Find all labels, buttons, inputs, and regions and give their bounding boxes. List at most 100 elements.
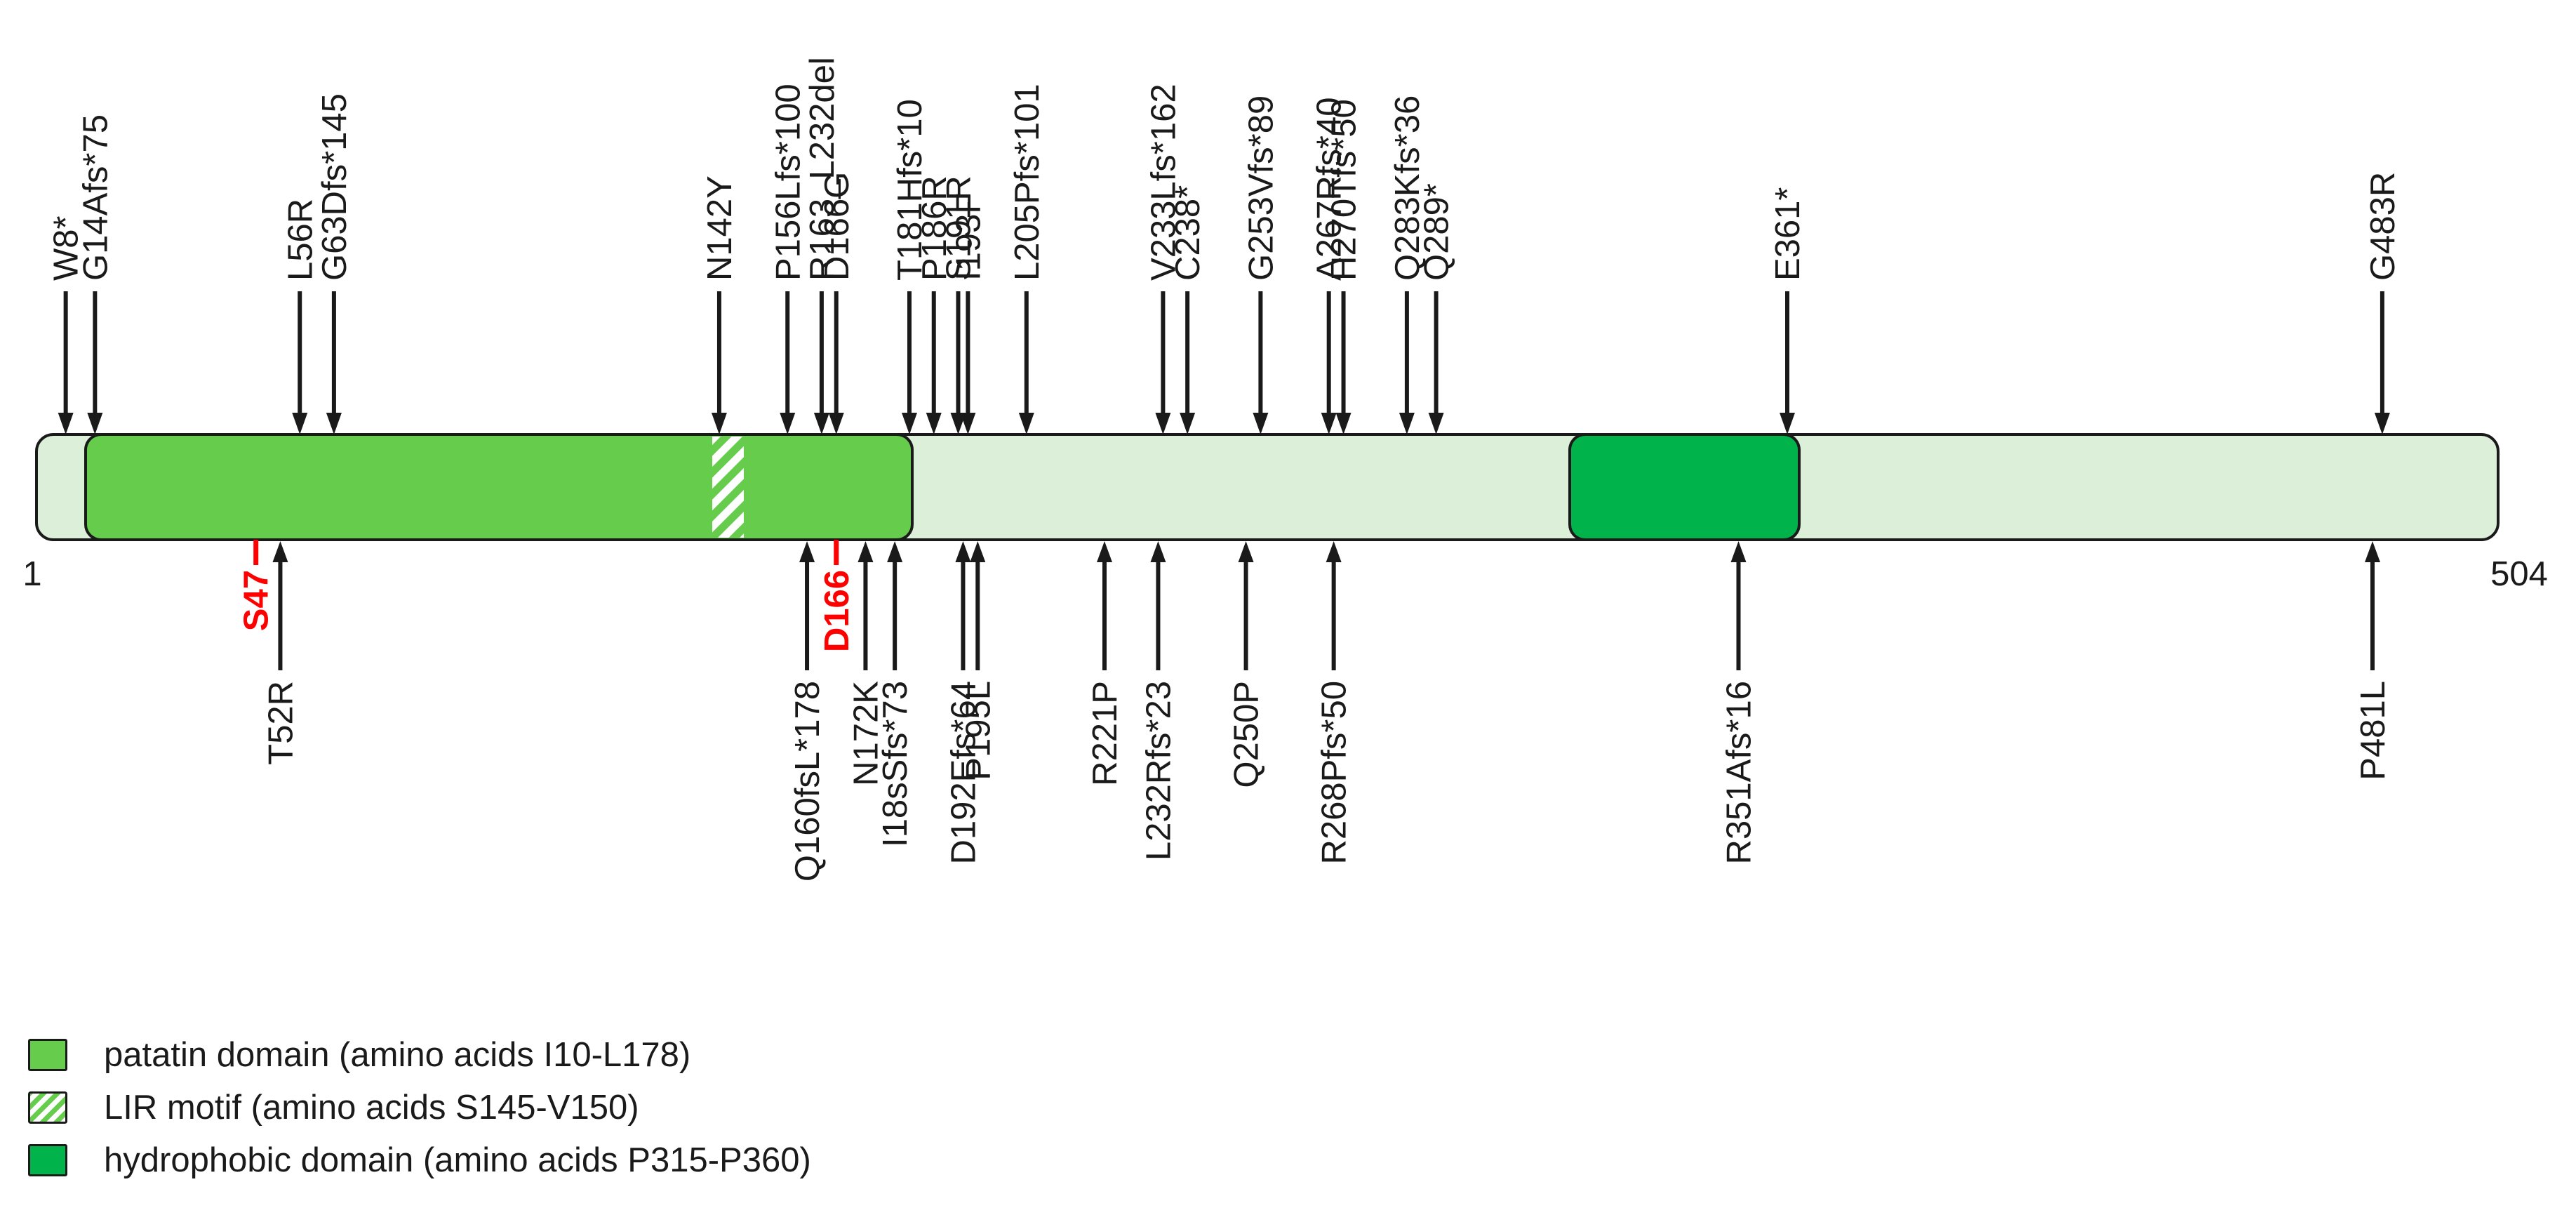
- variant-label: T181Hfs*10: [891, 99, 929, 281]
- variant-below-r268pfs-50: R268Pfs*50: [1316, 541, 1354, 865]
- variant-label: T52R: [262, 681, 300, 765]
- arrowhead-down-icon: [1428, 413, 1444, 434]
- lir-motif: [712, 437, 744, 538]
- arrowhead-down-icon: [950, 413, 966, 434]
- variant-label: Q289*: [1418, 183, 1456, 281]
- arrowhead-down-icon: [292, 413, 308, 434]
- variant-label: R268Pfs*50: [1316, 681, 1354, 865]
- patatin-swatch: [28, 1038, 67, 1071]
- arrowhead-up-icon: [1150, 541, 1166, 562]
- catalytic-site-label: D166: [818, 570, 856, 652]
- variant-above-q283kfs-36: Q283Kfs*36: [1389, 95, 1427, 434]
- variant-above-p186r: P186R: [916, 175, 954, 434]
- arrowhead-down-icon: [711, 413, 727, 434]
- variant-label: H270Tfs*50: [1326, 99, 1363, 281]
- variant-below-d192efs-64: D192Efs*64: [945, 541, 982, 865]
- variant-label: V233Lfs*162: [1144, 84, 1182, 281]
- arrowhead-down-icon: [1018, 413, 1034, 434]
- variant-label: L56R: [281, 199, 319, 281]
- variant-label: R351Afs*16: [1721, 681, 1759, 865]
- variant-label: P481L: [2354, 681, 2392, 781]
- arrowhead-down-icon: [58, 413, 74, 434]
- arrowhead-down-icon: [1155, 413, 1171, 434]
- catalytic-sites-group: S47 D166: [238, 540, 856, 652]
- variant-label: C238*: [1169, 185, 1207, 281]
- arrowhead-up-icon: [2365, 541, 2380, 562]
- variant-above-t181hfs-10: T181Hfs*10: [891, 99, 929, 434]
- variant-label: N172K: [847, 681, 885, 786]
- variant-label: D166G: [818, 172, 856, 281]
- variant-above-v233lfs-162: V233Lfs*162: [1144, 84, 1182, 434]
- legend-label-patatin: patatin domain (amino acids I10-L178): [104, 1035, 691, 1074]
- variant-label: I193F: [949, 193, 987, 281]
- variant-below-q250p: Q250P: [1228, 541, 1266, 788]
- variant-label: E361*: [1769, 187, 1807, 281]
- variant-label: R163_L232del: [803, 57, 841, 281]
- patatin-domain: [84, 433, 914, 541]
- variant-above-s191r: S191R: [940, 175, 978, 434]
- arrowhead-down-icon: [902, 413, 917, 434]
- arrowhead-up-icon: [955, 541, 971, 562]
- variant-label: D192Efs*64: [945, 681, 982, 865]
- arrowhead-down-icon: [1321, 413, 1337, 434]
- variant-label: S191R: [940, 175, 978, 281]
- arrowhead-down-icon: [2374, 413, 2390, 434]
- arrowhead-down-icon: [1399, 413, 1415, 434]
- hydrophobic-swatch: [28, 1143, 67, 1176]
- arrowhead-down-icon: [926, 413, 942, 434]
- variant-below-t52r: T52R: [262, 541, 300, 765]
- arrowhead-down-icon: [1253, 413, 1269, 434]
- variant-label: G63Dfs*145: [316, 93, 354, 281]
- variant-label: P156Lfs*100: [769, 84, 807, 281]
- variant-above-i193f: I193F: [949, 193, 987, 434]
- variant-label: R221P: [1086, 681, 1124, 786]
- variant-label: Q250P: [1228, 681, 1266, 788]
- arrowhead-down-icon: [813, 413, 829, 434]
- catalytic-site-d166: D166: [818, 540, 856, 652]
- arrowhead-down-icon: [780, 413, 796, 434]
- variant-below-n172k: N172K: [847, 541, 885, 786]
- variant-label: G14Afs*75: [76, 114, 114, 281]
- arrowhead-down-icon: [87, 413, 103, 434]
- arrowhead-up-icon: [1238, 541, 1254, 562]
- variant-label: L205Pfs*101: [1008, 84, 1046, 281]
- variant-above-c238: C238*: [1169, 185, 1207, 434]
- variant-above-g14afs-75: G14Afs*75: [76, 114, 114, 434]
- legend-item-hydrophobic: hydrophobic domain (amino acids P315-P36…: [28, 1134, 811, 1186]
- protein-end-label: 504: [2490, 555, 2548, 593]
- catalytic-site-label: S47: [238, 570, 276, 631]
- variant-above-e361: E361*: [1769, 187, 1807, 434]
- arrowhead-up-icon: [970, 541, 986, 562]
- arrowhead-up-icon: [1097, 541, 1112, 562]
- variant-label: Q160fsL*178: [789, 681, 827, 882]
- variant-above-l56r: L56R: [281, 199, 319, 434]
- arrowhead-down-icon: [1335, 413, 1352, 434]
- variant-below-q160fsl-178: Q160fsL*178: [789, 541, 827, 882]
- variant-below-p195l: P195L: [959, 541, 997, 781]
- variant-below-l232rfs-23: L232Rfs*23: [1140, 541, 1177, 861]
- variant-label: Q283Kfs*36: [1389, 95, 1427, 281]
- arrowhead-down-icon: [960, 413, 976, 434]
- variant-label: G253Vfs*89: [1242, 95, 1280, 281]
- variant-above-w8: W8*: [48, 215, 86, 434]
- variant-above-g253vfs-89: G253Vfs*89: [1242, 95, 1280, 434]
- legend: patatin domain (amino acids I10-L178) LI…: [28, 1028, 811, 1186]
- variant-above-a267rfs-40: A267Rfs*40: [1311, 97, 1349, 434]
- variant-below-r221p: R221P: [1086, 541, 1124, 786]
- variant-label: A267Rfs*40: [1311, 97, 1349, 281]
- variant-below-p481l: P481L: [2354, 541, 2392, 781]
- variant-above-l205pfs-101: L205Pfs*101: [1008, 84, 1046, 434]
- variant-below-i18ssfs-73: I18sSfs*73: [876, 541, 914, 847]
- variant-above-g483r: G483R: [2364, 172, 2402, 434]
- arrowhead-up-icon: [1326, 541, 1342, 562]
- variant-label: G483R: [2364, 172, 2402, 281]
- variant-label: P195L: [959, 681, 997, 781]
- lir-swatch: [28, 1091, 67, 1124]
- arrowhead-down-icon: [1780, 413, 1795, 434]
- protein-start-label: 1: [22, 555, 41, 593]
- variant-label: W8*: [48, 215, 86, 281]
- variant-below-r351afs-16: R351Afs*16: [1721, 541, 1759, 865]
